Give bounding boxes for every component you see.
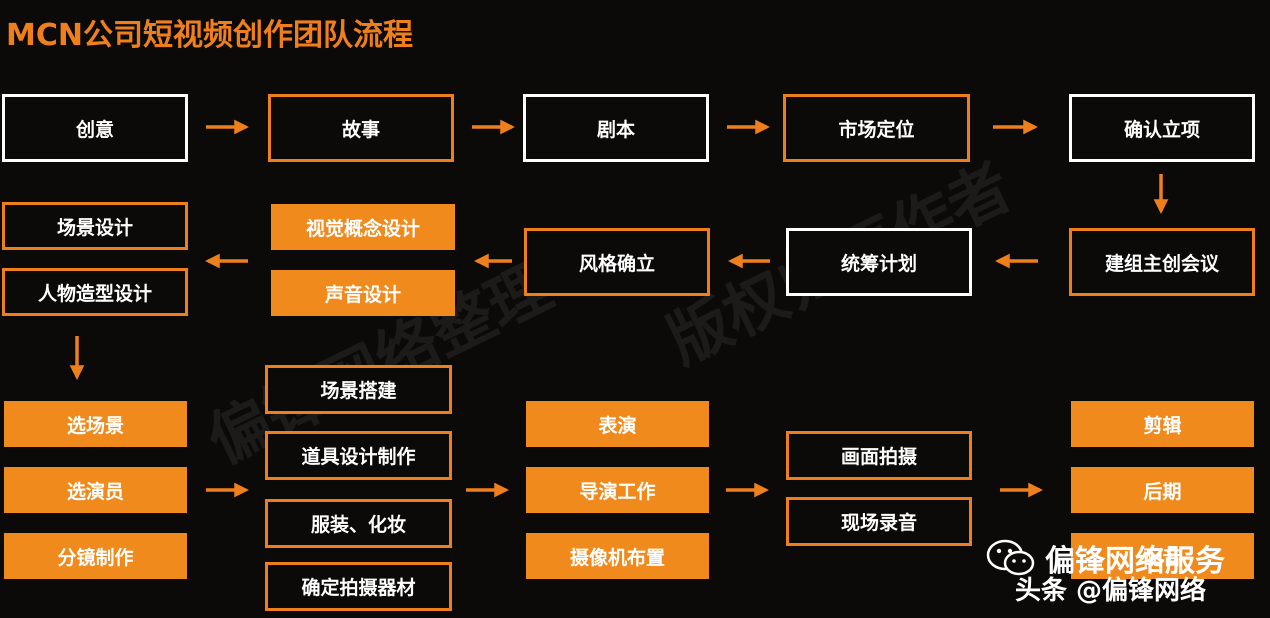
step-overall-plan: 统筹计划 (786, 228, 972, 296)
step-choose-actors: 选演员 (4, 467, 187, 513)
step-editing: 剪辑 (1071, 401, 1254, 447)
step-visual-concept: 视觉概念设计 (271, 204, 455, 250)
footer-brand-text: 偏锋网络服务 (1045, 544, 1225, 579)
step-filming: 画面拍摄 (786, 431, 972, 480)
step-sound-recording: 现场录音 (786, 497, 972, 546)
step-set-building: 场景搭建 (265, 365, 452, 414)
step-directing: 导演工作 (526, 467, 709, 513)
step-camera-setup: 摄像机布置 (526, 533, 709, 579)
step-market-positioning: 市场定位 (783, 94, 970, 162)
step-style-established: 风格确立 (524, 228, 710, 296)
step-costume-makeup: 服装、化妆 (265, 499, 452, 548)
wechat-icon (986, 539, 1035, 576)
step-storyboard: 分镜制作 (4, 533, 187, 579)
page-title: MCN公司短视频创作团队流程 (6, 18, 413, 53)
step-script: 剧本 (523, 94, 709, 162)
step-dubbing: 配音 (1071, 533, 1254, 579)
step-crew-meeting: 建组主创会议 (1069, 228, 1255, 296)
step-equipment: 确定拍摄器材 (265, 562, 452, 611)
step-project-approval: 确认立项 (1069, 94, 1255, 162)
step-idea: 创意 (2, 94, 188, 162)
step-character-design: 人物造型设计 (2, 268, 188, 316)
footer-brand: 偏锋网络服务 (985, 536, 1225, 580)
footer-source: 头条 @偏锋网络 (1015, 576, 1207, 606)
step-choose-location: 选场景 (4, 401, 187, 447)
step-props-design: 道具设计制作 (265, 431, 452, 480)
step-story: 故事 (268, 94, 454, 162)
step-sound-design: 声音设计 (271, 270, 455, 316)
step-scene-design: 场景设计 (2, 202, 188, 250)
step-performance: 表演 (526, 401, 709, 447)
step-post-production: 后期 (1071, 467, 1254, 513)
